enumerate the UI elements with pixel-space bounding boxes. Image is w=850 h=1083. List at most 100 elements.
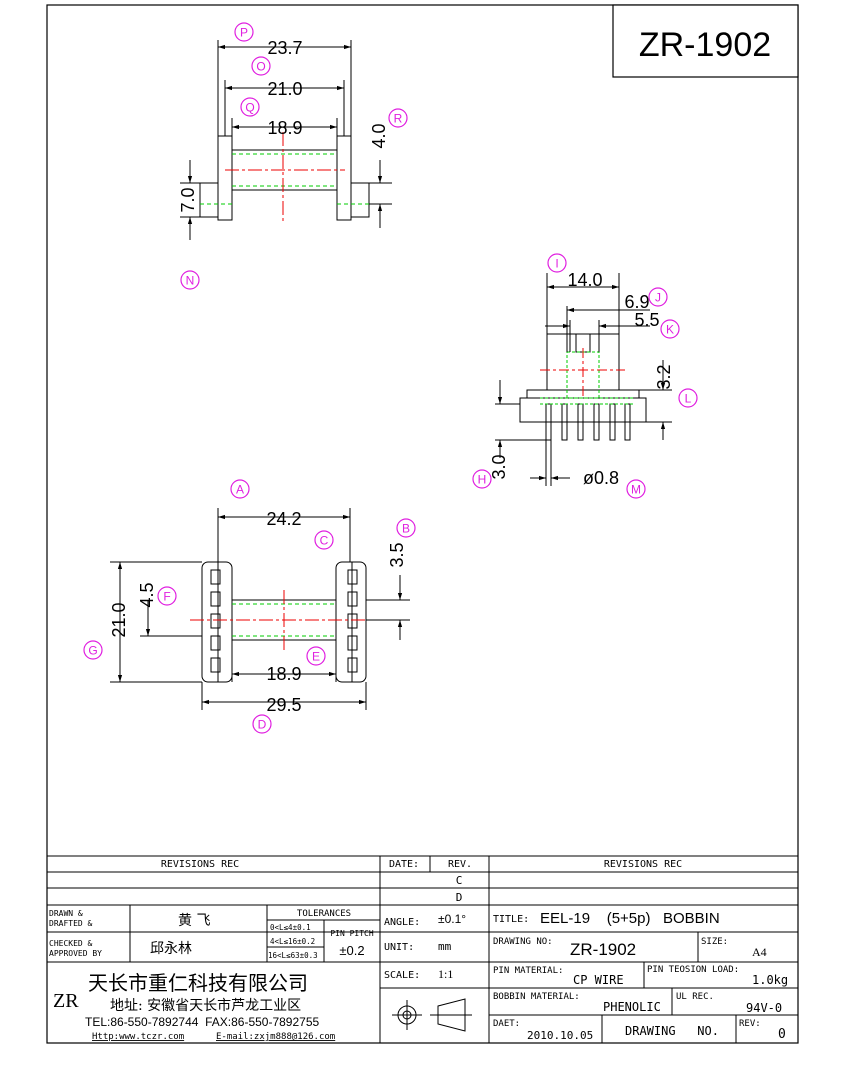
callout-label: I	[555, 257, 558, 271]
rev-label: REV.	[448, 859, 472, 870]
callout-label: H	[478, 473, 487, 487]
callout-label: L	[685, 392, 692, 406]
callout-d: D	[252, 714, 272, 734]
drawing-border	[46, 4, 799, 1044]
callout-n: N	[180, 270, 200, 290]
rev-c: C	[456, 874, 463, 887]
tolerances-label: TOLERANCES	[297, 909, 351, 919]
angle-label: ANGLE:	[384, 917, 420, 928]
dim-side-14-0: 14.0	[567, 270, 602, 290]
callout-q: Q	[240, 97, 260, 117]
drawing-no-value: ZR-1902	[570, 940, 636, 959]
callout-label: G	[88, 644, 97, 658]
company-website[interactable]: Http:www.tczr.com	[92, 1032, 184, 1042]
callout-label: O	[256, 60, 265, 74]
drawn-label-1: DRAWN &	[49, 909, 83, 918]
dim-top-23-7: 23.7	[267, 38, 302, 58]
unit-value: mm	[438, 940, 452, 953]
pin-pitch-value: ±0.2	[339, 943, 364, 958]
callout-label: J	[655, 291, 661, 305]
scale-label: SCALE:	[384, 970, 420, 981]
ul-value: 94V-0	[746, 1001, 782, 1015]
company-logo: ZR	[53, 990, 79, 1012]
callout-a: A	[230, 479, 250, 499]
dim-top-18-9: 18.9	[267, 118, 302, 138]
checked-label-2: APPROVED BY	[49, 949, 102, 958]
pin-material-label: PIN MATERIAL:	[493, 966, 563, 976]
callout-e: E	[306, 646, 326, 666]
dim-bottom-18-9: 18.9	[266, 664, 301, 684]
tolerance-3: 16<L≤63±0.3	[268, 951, 318, 960]
callout-label: D	[258, 718, 267, 732]
callout-label: P	[240, 26, 248, 40]
title-value: EEL-19 (5+5p) BOBBIN	[540, 910, 720, 927]
rev-field-label: REV:	[739, 1019, 761, 1029]
date-field-value: 2010.10.05	[527, 1029, 593, 1042]
pin-tension-label: PIN TEOSION LOAD:	[647, 965, 739, 975]
bobbin-material-value: PHENOLIC	[603, 1000, 661, 1014]
callout-b: B	[396, 518, 416, 538]
dim-bottom-3-5: 3.5	[387, 542, 407, 567]
callout-label: N	[186, 274, 195, 288]
drawing-number-box: ZR-1902	[612, 4, 799, 78]
callout-l: L	[678, 388, 698, 408]
callout-p: P	[234, 22, 254, 42]
date-field-label: DAET:	[493, 1019, 520, 1029]
checked-label-1: CHECKED &	[49, 939, 93, 948]
size-label: SIZE:	[701, 937, 728, 947]
drawing-no2-label: DRAWING NO.	[625, 1024, 719, 1038]
rev-d: D	[456, 891, 463, 904]
size-value: A4	[752, 945, 767, 959]
tolerance-2: 4<L≤16±0.2	[270, 937, 315, 946]
angle-value: ±0.1°	[438, 912, 466, 926]
callout-label: A	[236, 483, 244, 497]
callout-k: K	[660, 319, 680, 339]
callout-m: M	[626, 479, 646, 499]
drawn-name: 黄 飞	[178, 912, 210, 929]
company-email[interactable]: E-mail:zxjm888@126.com	[216, 1032, 335, 1042]
dim-top-21-0: 21.0	[267, 79, 302, 99]
callout-f: F	[157, 586, 177, 606]
tolerance-1: 0<L≤4±0.1	[270, 923, 311, 932]
ul-label: UL REC.	[676, 992, 714, 1002]
callout-j: J	[648, 287, 668, 307]
dim-bottom-24-2: 24.2	[266, 509, 301, 529]
title-label: TITLE:	[493, 914, 529, 925]
revisions-rec-right: REVISIONS REC	[604, 859, 682, 870]
scale-value: 1:1	[438, 967, 453, 981]
callout-h: H	[472, 469, 492, 489]
checked-name: 邱永林	[150, 941, 192, 957]
callout-label: Q	[245, 101, 254, 115]
callout-i: I	[547, 253, 567, 273]
company-tel-fax: TEL:86-550-7892744 FAX:86-550-7892755	[85, 1015, 320, 1029]
callout-label: C	[320, 534, 329, 548]
dim-bottom-21-0: 21.0	[109, 602, 129, 637]
callout-g: G	[83, 640, 103, 660]
callout-label: F	[163, 590, 170, 604]
drawing-number-text: ZR-1902	[639, 26, 771, 64]
pin-pitch-label: PIN PITCH	[330, 929, 374, 938]
drawing-no-label: DRAWING NO:	[493, 937, 553, 947]
callout-label: M	[631, 483, 641, 497]
revisions-rec-left: REVISIONS REC	[161, 859, 239, 870]
company-address: 地址: 安徽省天长市芦龙工业区	[110, 997, 301, 1014]
pin-material-value: CP WIRE	[573, 973, 624, 987]
callout-label: B	[402, 522, 410, 536]
company-name: 天长市重仁科技有限公司	[88, 971, 308, 995]
dim-bottom-4-5: 4.5	[137, 582, 157, 607]
unit-label: UNIT:	[384, 942, 414, 953]
drawn-label-2: DRAFTED &	[49, 919, 93, 928]
dim-bottom-29-5: 29.5	[266, 695, 301, 715]
dim-side-6-9: 6.9	[624, 292, 649, 312]
dim-side-3-2: 3.2	[654, 364, 674, 389]
dim-side-5-5: 5.5	[634, 310, 659, 330]
date-label: DATE:	[389, 859, 419, 870]
callout-c: C	[314, 530, 334, 550]
callout-label: E	[312, 650, 320, 664]
title-block	[47, 855, 798, 1043]
dim-top-7-0: 7.0	[178, 187, 198, 212]
dim-side-3-0: 3.0	[489, 454, 509, 479]
dim-side-pin-dia: ø0.8	[583, 468, 619, 488]
